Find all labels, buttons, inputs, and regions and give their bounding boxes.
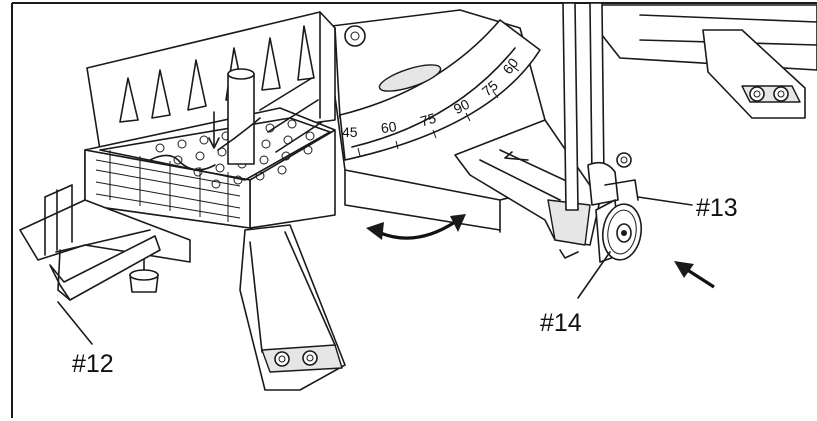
scale-mark-45: 45 xyxy=(342,124,358,140)
workpiece-block xyxy=(84,77,336,229)
extension-rod-12 xyxy=(19,184,191,301)
double-headed-curved-arrow-icon xyxy=(366,214,466,240)
adjusting-foot xyxy=(129,257,159,293)
callout-label-12: #12 xyxy=(72,350,114,378)
leader-line-13 xyxy=(637,196,693,206)
clamp-post xyxy=(208,68,261,165)
bevel-knob-14 xyxy=(595,199,643,263)
miter-scale: 45 60 75 90 75 60 xyxy=(339,19,541,161)
scale-mark-60: 60 xyxy=(380,118,398,136)
callout-label-13: #13 xyxy=(696,194,738,222)
lock-knob-13 xyxy=(587,152,639,206)
scale-mark-90: 90 xyxy=(451,96,472,118)
callout-label-14: #14 xyxy=(540,309,582,337)
left-leg xyxy=(239,224,346,391)
scale-mark-75: 75 xyxy=(418,110,438,130)
direction-arrow-icon xyxy=(674,261,715,289)
right-leg xyxy=(702,29,806,119)
support-rod xyxy=(562,2,605,211)
slide-rail xyxy=(454,119,601,259)
leader-line-14 xyxy=(577,251,611,299)
leader-line-12 xyxy=(57,301,93,345)
